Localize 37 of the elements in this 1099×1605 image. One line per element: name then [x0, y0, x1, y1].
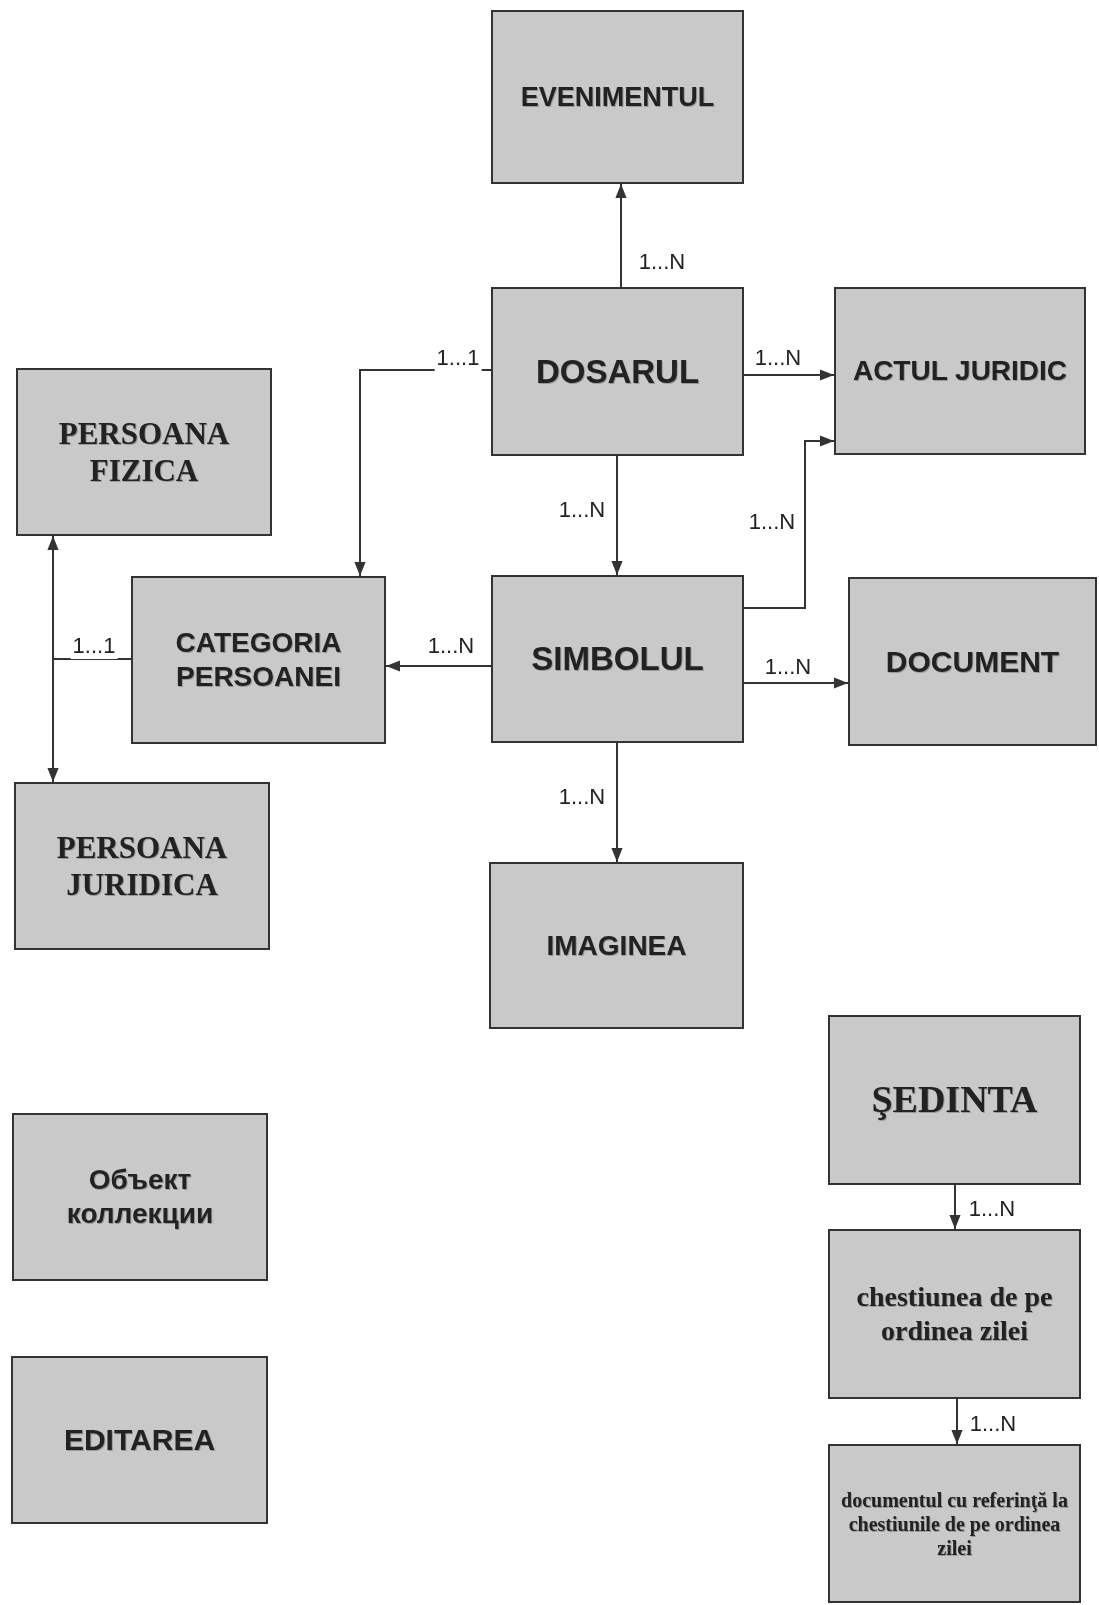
entity-box: [828, 1229, 1081, 1399]
arrow: [611, 742, 623, 863]
entity-box: [828, 1015, 1081, 1185]
entity-box: [131, 576, 386, 744]
entity-box: [489, 862, 744, 1029]
arrow: [951, 1398, 963, 1445]
entity-box: [491, 575, 744, 743]
entity-box: [491, 287, 744, 456]
entity-name: chestiunea de pe ordinea zilei: [855, 1280, 1054, 1348]
arrow: [743, 435, 835, 609]
entity-name: DOCUMENT: [884, 643, 1061, 680]
entity-box: [14, 782, 270, 950]
arrow: [743, 369, 835, 381]
entity-box: [11, 1356, 268, 1524]
arrow: [615, 183, 627, 288]
entity-name: CATEGORIA PERSOANEI: [174, 626, 343, 694]
entity-box: [12, 1113, 268, 1281]
entity-name: PERSOANA FIZICA: [57, 414, 231, 490]
entity-name: ACTUL JURIDIC: [851, 354, 1069, 388]
entity-box: [834, 287, 1086, 455]
entity-name: documentul cu referinţă la chestiunile de pe ordinea zilei: [840, 1487, 1069, 1560]
arrow: [743, 677, 849, 689]
entity-box: [828, 1444, 1081, 1603]
entity-name: DOSARUL: [534, 351, 701, 392]
arrow: [949, 1184, 961, 1230]
entity-box: [491, 10, 744, 184]
entity-name: EDITAREA: [62, 1422, 217, 1458]
entity-name: IMAGINEA: [545, 928, 688, 963]
arrow: [611, 455, 623, 576]
entity-name: SIMBOLUL: [530, 639, 705, 679]
entity-box: [848, 577, 1097, 746]
entity-name: ŞEDINTA: [870, 1077, 1039, 1123]
entity-name: PERSOANA JURIDICA: [55, 828, 229, 904]
entity-name: Объект коллекции: [65, 1163, 215, 1231]
arrow: [385, 660, 492, 672]
entity-box: [16, 368, 272, 536]
entity-name: EVENIMENTUL: [519, 80, 716, 114]
